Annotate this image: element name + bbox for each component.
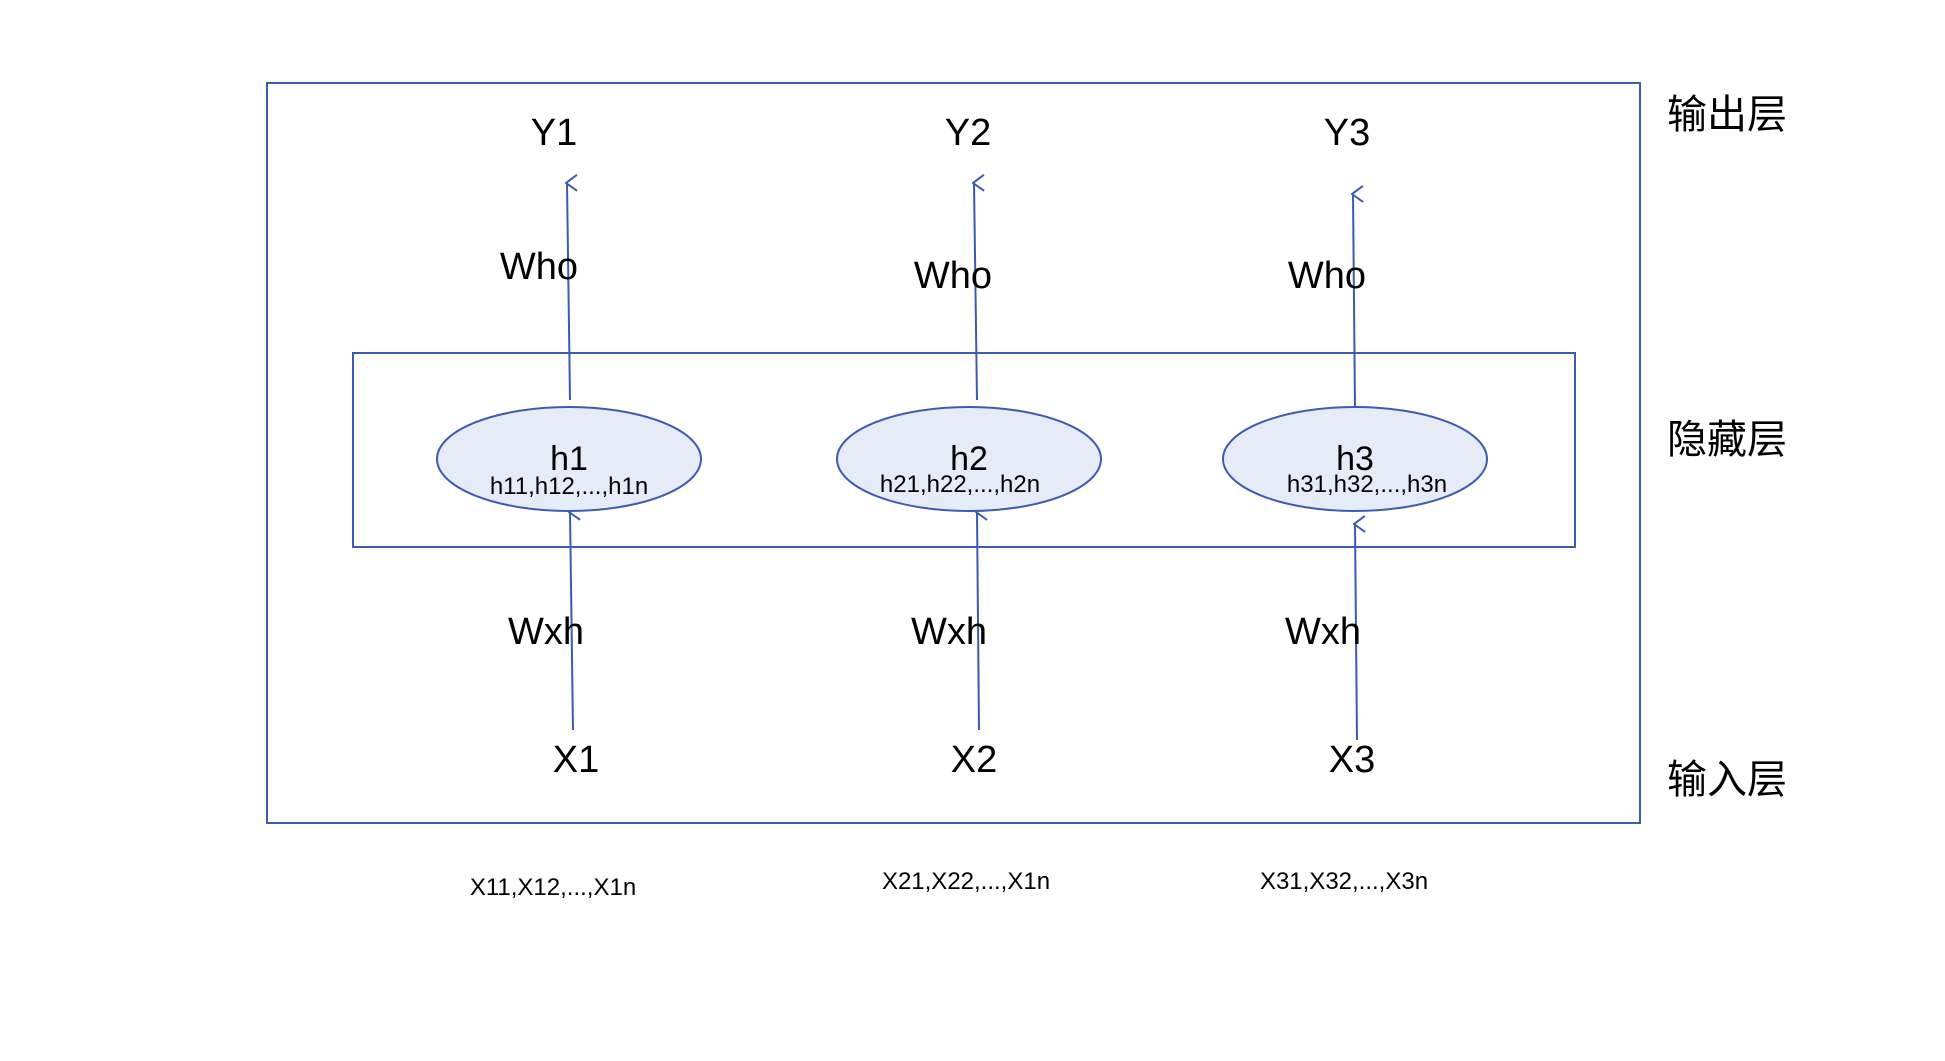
input-node-x3: X3 <box>1328 739 1376 781</box>
arrow-h1-to-y1 <box>567 183 570 401</box>
input-sub-x3: X31,X32,...,X3n <box>1259 868 1429 895</box>
hidden-node-h2 <box>836 406 1102 512</box>
input-sub-x2: X21,X22,...,X1n <box>881 868 1051 895</box>
hidden-layer-frame <box>352 352 1576 548</box>
layer-label-input: 输入层 <box>1667 757 1787 803</box>
layer-label-hidden: 隐藏层 <box>1667 417 1787 463</box>
output-node-y1: Y1 <box>530 112 578 154</box>
hidden-node-label-h2: h2 <box>950 440 988 478</box>
hidden-node-label-h1: h1 <box>550 440 588 478</box>
output-node-y3: Y3 <box>1323 112 1371 154</box>
weight-label-wxh-3: Wxh <box>1285 611 1361 653</box>
layer-label-output: 输出层 <box>1667 92 1787 138</box>
input-node-x1: X1 <box>552 739 600 781</box>
outer-frame <box>266 82 1641 824</box>
arrow-x3-to-h3 <box>1355 524 1357 741</box>
arrow-h2-to-y2 <box>974 183 977 401</box>
hidden-node-label-h3: h3 <box>1336 440 1374 478</box>
input-sub-x1: X11,X12,...,X1n <box>469 874 637 901</box>
weight-label-who-2: Who <box>913 255 993 297</box>
arrow-h3-to-y3 <box>1353 194 1355 411</box>
hidden-node-sub-h3: h31,h32,...,h3n <box>1286 471 1448 498</box>
weight-label-who-3: Who <box>1287 255 1367 297</box>
hidden-node-sub-h2: h21,h22,...,h2n <box>879 471 1041 498</box>
weight-label-who-1: Who <box>499 246 579 288</box>
arrow-x2-to-h2 <box>977 512 979 731</box>
weight-label-wxh-2: Wxh <box>911 611 987 653</box>
arrow-x1-to-h1 <box>570 512 573 731</box>
output-node-y2: Y2 <box>944 112 992 154</box>
hidden-node-sub-h1: h11,h12,...,h1n <box>489 473 649 500</box>
weight-label-wxh-1: Wxh <box>508 611 584 653</box>
hidden-node-h3 <box>1222 406 1488 512</box>
input-node-x2: X2 <box>950 739 998 781</box>
